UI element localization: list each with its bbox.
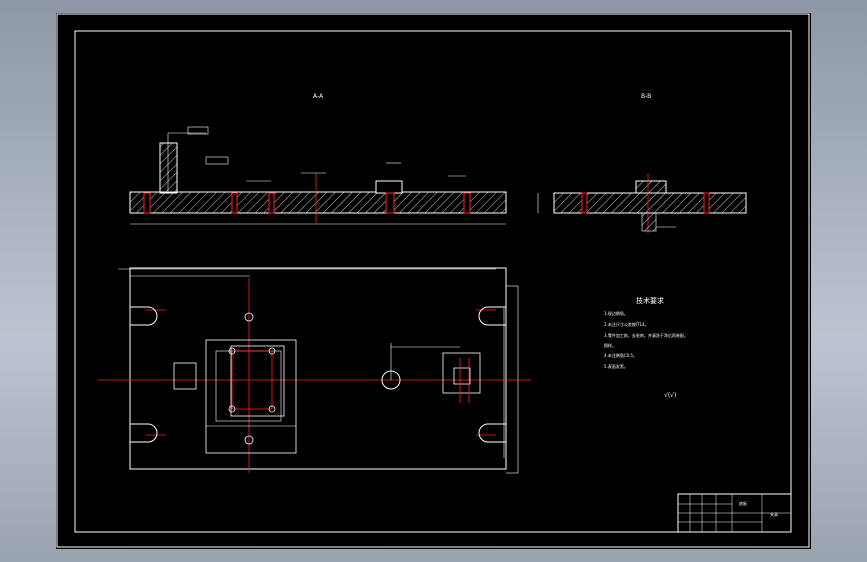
section-b-view: [537, 173, 747, 233]
section-a-view: [129, 126, 507, 225]
part-name: 底板: [739, 500, 747, 506]
section-b-label: B-B: [641, 93, 651, 100]
tech-note-3: 3.零件加工前，去毛刺，并清洗干净后再装配。: [604, 332, 688, 338]
tech-note-1: 1.锐边倒角。: [604, 310, 628, 316]
outer-border: [56, 13, 810, 548]
roughness-note: √(√): [664, 392, 676, 399]
title-block: 底板 夹具: [677, 493, 792, 533]
tech-note-3-cont: 图样。: [604, 342, 616, 348]
tech-title: 技术要求: [636, 296, 664, 305]
plan-view: [98, 267, 531, 474]
tech-requirements: 技术要求 1.锐边倒角。 2.未注尺寸公差按IT14。 3.零件加工前，去毛刺，…: [604, 296, 688, 399]
drawing-sheet: A-A B-B: [56, 13, 810, 548]
tech-note-5: 5.表面发黑。: [604, 363, 628, 369]
tech-note-4: 4.未注倒角C0.5。: [604, 352, 637, 358]
tech-note-2: 2.未注尺寸公差按IT14。: [604, 321, 649, 327]
section-a-label: A-A: [313, 93, 324, 100]
inner-border: [74, 30, 792, 533]
cad-viewport[interactable]: A-A B-B: [56, 13, 811, 549]
drawing-no: 夹具: [770, 511, 778, 517]
